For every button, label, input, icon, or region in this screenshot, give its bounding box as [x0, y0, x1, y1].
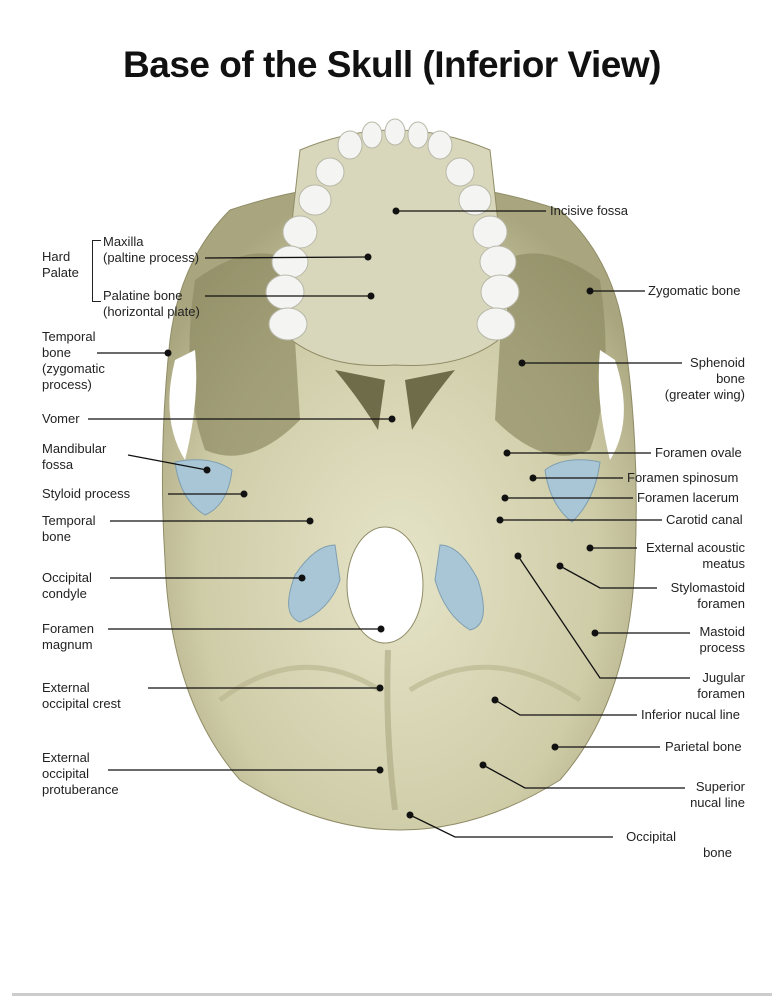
label-foramen-lacerum: Foramen lacerum — [637, 490, 739, 505]
hard-palate-bracket — [92, 240, 101, 302]
mandibular-fossa-right — [544, 459, 601, 523]
label-vomer: Vomer — [42, 411, 80, 426]
label-carotid-canal: Carotid canal — [666, 512, 743, 527]
label-inferior-nucal-line: Inferior nucal line — [641, 707, 740, 722]
foramen-magnum — [346, 526, 424, 644]
label-maxilla: Maxilla(paltine process) — [103, 234, 200, 265]
label-foramen-spinosum: Foramen spinosum — [627, 470, 739, 485]
hard-palate — [279, 129, 511, 367]
label-foramen-ovale: Foramen ovale — [655, 445, 742, 460]
bottom-border — [12, 993, 772, 996]
label-zygomatic-bone: Zygomatic bone — [648, 283, 741, 298]
leader-lines — [88, 210, 690, 838]
label-styloid-process: Styloid process — [42, 486, 131, 501]
label-parietal-bone: Parietal bone — [665, 739, 742, 754]
temporal-fossa-right — [495, 253, 606, 456]
label-incisive-fossa: Incisive fossa — [550, 203, 629, 218]
mandibular-fossa-left — [174, 459, 233, 516]
label-palatine-bone: Palatine bone(horizontal plate) — [103, 288, 200, 319]
leader-dots — [164, 207, 599, 819]
occipital-condyle-right — [434, 544, 484, 631]
diagram-title: Base of the Skull (Inferior View) — [123, 44, 661, 85]
occipital-condyle-left — [288, 544, 341, 623]
